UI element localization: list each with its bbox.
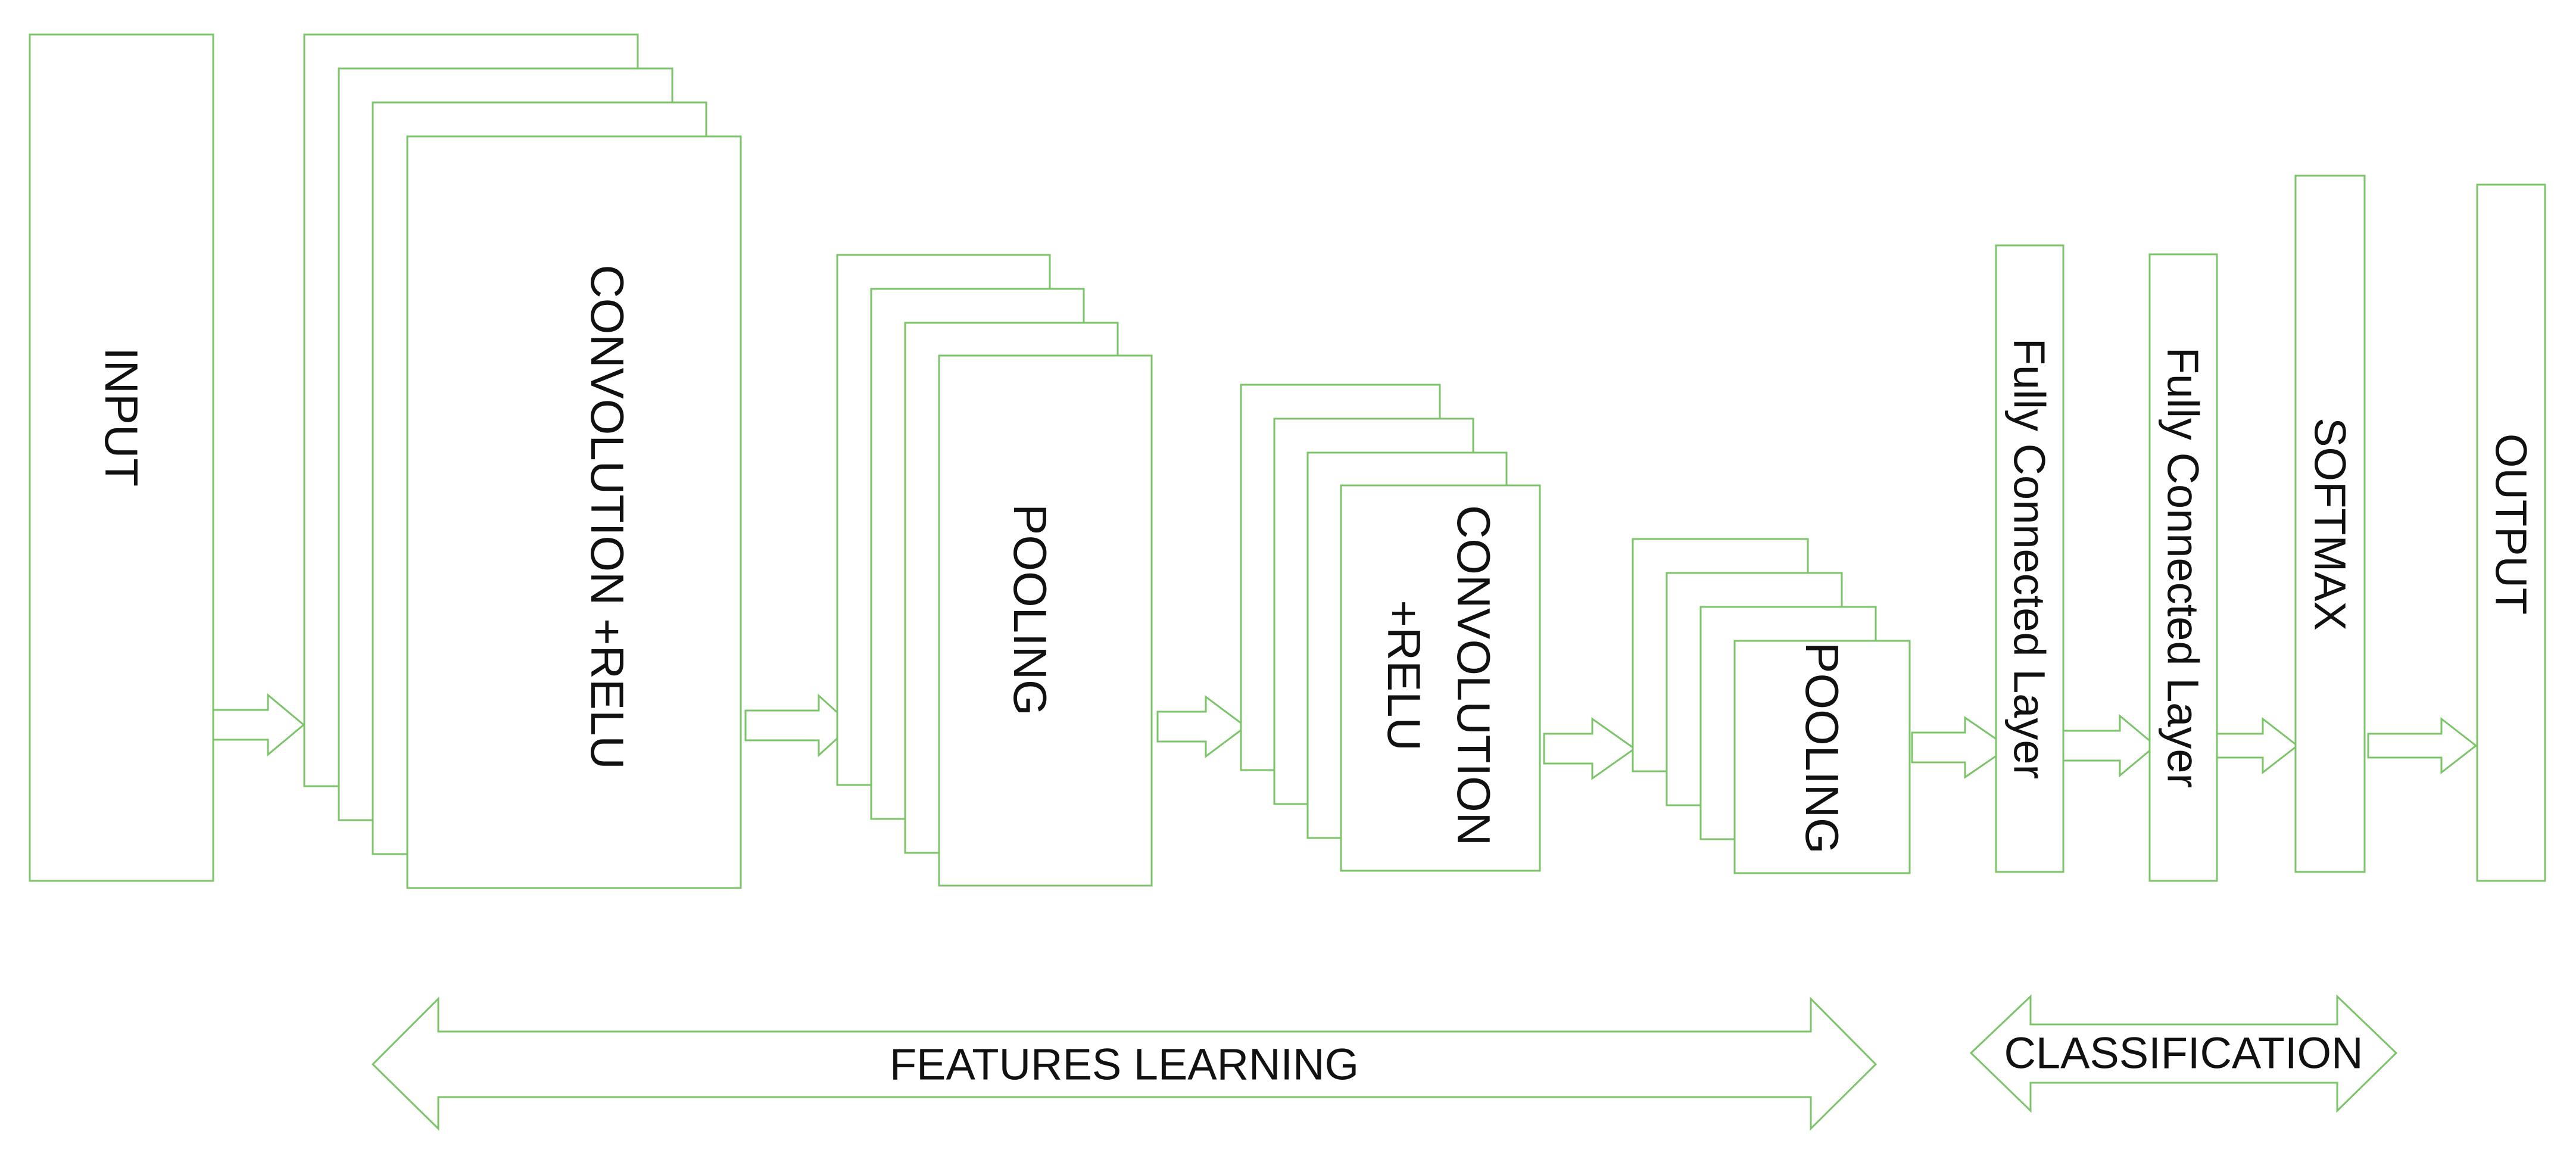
conv2-feature-map-stack [1240, 384, 1541, 872]
softmax-label: SOFTMAX [2306, 418, 2355, 631]
flow-arrow-6 [2062, 714, 2157, 778]
flow-arrow-4 [1543, 717, 1636, 780]
flow-arrow-1 [212, 693, 305, 757]
pool1-feature-map-stack [836, 254, 1153, 887]
conv2-feature-map [1340, 484, 1541, 872]
fc2-box [2148, 253, 2218, 882]
output-box [2476, 183, 2546, 882]
conv2-label-line1: CONVOLUTION [1448, 505, 1500, 846]
flow-arrow-3 [1156, 695, 1248, 758]
output-label: OUTPUT [2487, 434, 2536, 615]
pool1-label: POOLING [1004, 504, 1056, 715]
pool2-feature-map [1733, 640, 1911, 874]
input-layer-box [29, 33, 214, 882]
flow-arrow-7 [2216, 716, 2299, 775]
flow-arrow-2 [744, 693, 853, 758]
conv1-label: CONVOLUTION +RELU [581, 264, 634, 769]
classification-label: CLASSIFICATION [2004, 1029, 2363, 1078]
flow-arrow-8 [2367, 716, 2478, 775]
classification-arrow [1969, 994, 2398, 1113]
flow-arrow-5 [1911, 716, 2010, 779]
softmax-box [2294, 175, 2366, 873]
fc1-label: Fully Connected Layer [2005, 338, 2054, 779]
input-layer-label: INPUT [95, 347, 148, 487]
pool1-feature-map [938, 354, 1153, 887]
conv1-feature-map [406, 135, 742, 889]
pool2-feature-map-stack [1632, 538, 1911, 874]
features-learning-arrow [371, 996, 1878, 1131]
features-learning-label: FEATURES LEARNING [890, 1040, 1359, 1089]
conv1-feature-map-stack [303, 33, 742, 889]
pool2-label: POOLING [1796, 642, 1848, 853]
fc2-label: Fully Connected Layer [2159, 347, 2208, 788]
conv2-label-line2: +RELU [1378, 600, 1430, 751]
fc1-box [1995, 244, 2064, 873]
